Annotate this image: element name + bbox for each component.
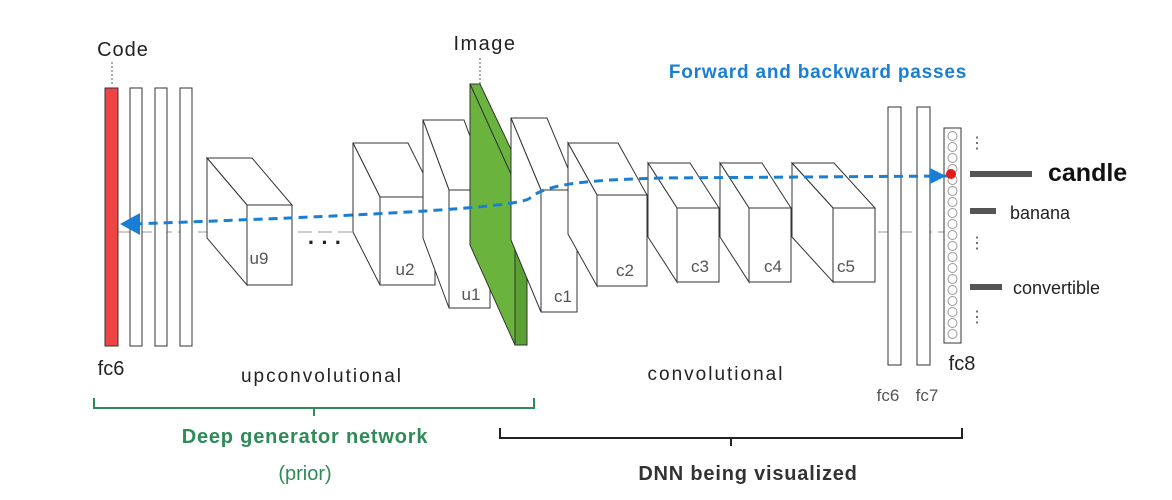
- dnn-title: DNN being visualized: [638, 463, 857, 485]
- fc8-mid-dots: ⋮: [969, 235, 985, 252]
- layer-c2-box: [567, 141, 648, 288]
- image-label: Image: [453, 33, 516, 55]
- layer-c1-label: c1: [554, 287, 572, 306]
- fc8-unit: [947, 252, 958, 262]
- layer-c5-box: [790, 161, 877, 284]
- class-convertible-label: convertible: [1013, 278, 1100, 298]
- layer-c3-box: [647, 161, 720, 284]
- fc8-unit: [947, 219, 958, 229]
- fc8-unit: [947, 296, 958, 306]
- generator-title: Deep generator network: [182, 426, 429, 448]
- passes-label: Forward and backward passes: [669, 62, 967, 83]
- fc8-top-dots: ⋮: [969, 135, 985, 152]
- dnn-fc8-label: fc8: [949, 353, 976, 375]
- layers-ellipsis: · · ·: [308, 230, 342, 255]
- generator-fc-layer: [154, 87, 168, 347]
- generator-fc-layer: [179, 87, 193, 347]
- banana-score-bar: [970, 208, 996, 214]
- candle-score-bar: [970, 171, 1032, 177]
- fc8-unit: [947, 153, 958, 163]
- fc8-unit: [947, 318, 958, 328]
- dnn-fc7-label: fc7: [916, 386, 939, 405]
- layer-c3-label: c3: [691, 257, 709, 276]
- fc8-unit: [947, 208, 958, 218]
- dnn-fc7-layer: [916, 106, 931, 366]
- fc8-unit: [947, 241, 958, 251]
- class-candle-label: candle: [1048, 159, 1127, 187]
- code-label: Code: [97, 39, 149, 61]
- layer-c4-label: c4: [764, 257, 782, 276]
- fc8-unit: [947, 274, 958, 284]
- backward-arrowhead: [120, 213, 140, 235]
- fc8-unit: [947, 329, 958, 339]
- dnn-fc6-layer: [887, 106, 902, 366]
- backward-pass-arrow: [131, 174, 949, 226]
- fc8-unit: [947, 263, 958, 273]
- fc8-units: [947, 131, 958, 339]
- generator-subtitle: (prior): [278, 463, 331, 485]
- convolutional-label: convolutional: [648, 364, 785, 385]
- dnn-fc6-label: fc6: [877, 386, 900, 405]
- upconvolutional-label: upconvolutional: [241, 366, 403, 387]
- convertible-score-bar: [970, 284, 1002, 290]
- code-layer-fc6: [104, 87, 119, 347]
- fc8-unit: [947, 142, 958, 152]
- generator-bracket: [93, 398, 535, 416]
- forward-arrowhead: [930, 168, 946, 184]
- code-fc6-label: fc6: [98, 358, 125, 380]
- dnn-bracket: [499, 428, 963, 446]
- fc8-unit: [947, 285, 958, 295]
- activated-unit: [946, 169, 956, 179]
- layer-c5-label: c5: [837, 257, 855, 276]
- layer-c2-label: c2: [616, 261, 634, 280]
- layer-c4-box: [719, 161, 792, 284]
- layer-u1-label: u1: [462, 285, 481, 304]
- fc8-unit: [947, 197, 958, 207]
- fc8-bottom-dots: ⋮: [969, 309, 985, 326]
- fc8-unit: [947, 186, 958, 196]
- class-banana-label: banana: [1010, 203, 1071, 223]
- layer-u9-label: u9: [250, 249, 269, 268]
- fc8-unit: [947, 131, 958, 141]
- fc8-unit: [947, 230, 958, 240]
- fc8-unit: [947, 307, 958, 317]
- layer-u2-label: u2: [396, 260, 415, 279]
